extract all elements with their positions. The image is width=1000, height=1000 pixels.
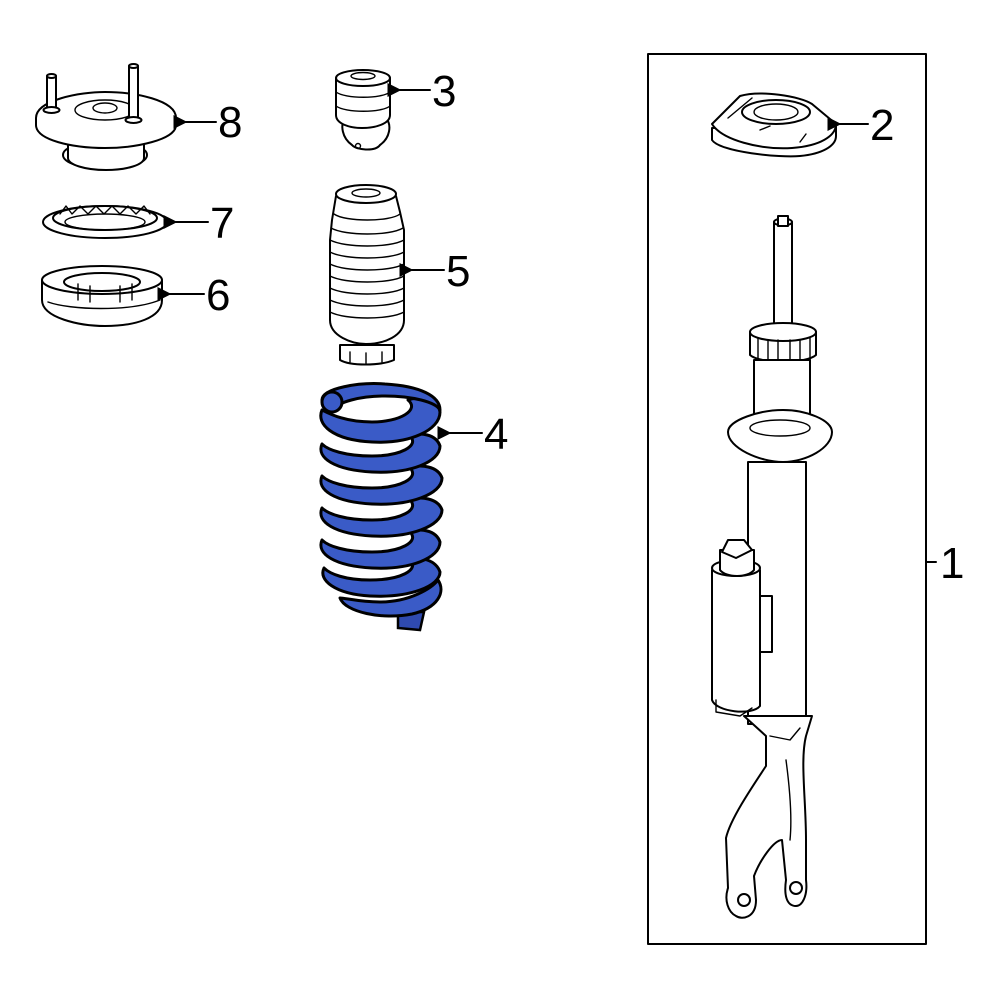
part-8-upper-mount[interactable] <box>35 63 177 171</box>
callout-7[interactable]: 7 <box>210 199 234 248</box>
part-1-strut-assembly[interactable] <box>647 53 927 945</box>
part-2-upper-seat[interactable] <box>711 92 837 158</box>
part-5-dust-boot[interactable] <box>329 184 405 366</box>
assembly-frame <box>647 53 927 945</box>
part-6-spring-isolator[interactable] <box>41 265 163 327</box>
leader-lines <box>157 83 937 563</box>
callout-4[interactable]: 4 <box>484 410 508 459</box>
callout-1[interactable]: 1 <box>940 539 964 588</box>
part-4-coil-spring[interactable] <box>319 382 444 632</box>
callout-3[interactable]: 3 <box>432 67 456 116</box>
callout-labels: 8 7 6 3 5 4 2 1 <box>206 67 964 588</box>
callout-6[interactable]: 6 <box>206 271 230 320</box>
callout-5[interactable]: 5 <box>446 247 470 296</box>
callout-8[interactable]: 8 <box>218 98 242 147</box>
callout-2[interactable]: 2 <box>870 101 894 150</box>
part-7-spring-seat-ring[interactable] <box>42 205 168 239</box>
part-3-bump-stop[interactable] <box>335 69 391 151</box>
